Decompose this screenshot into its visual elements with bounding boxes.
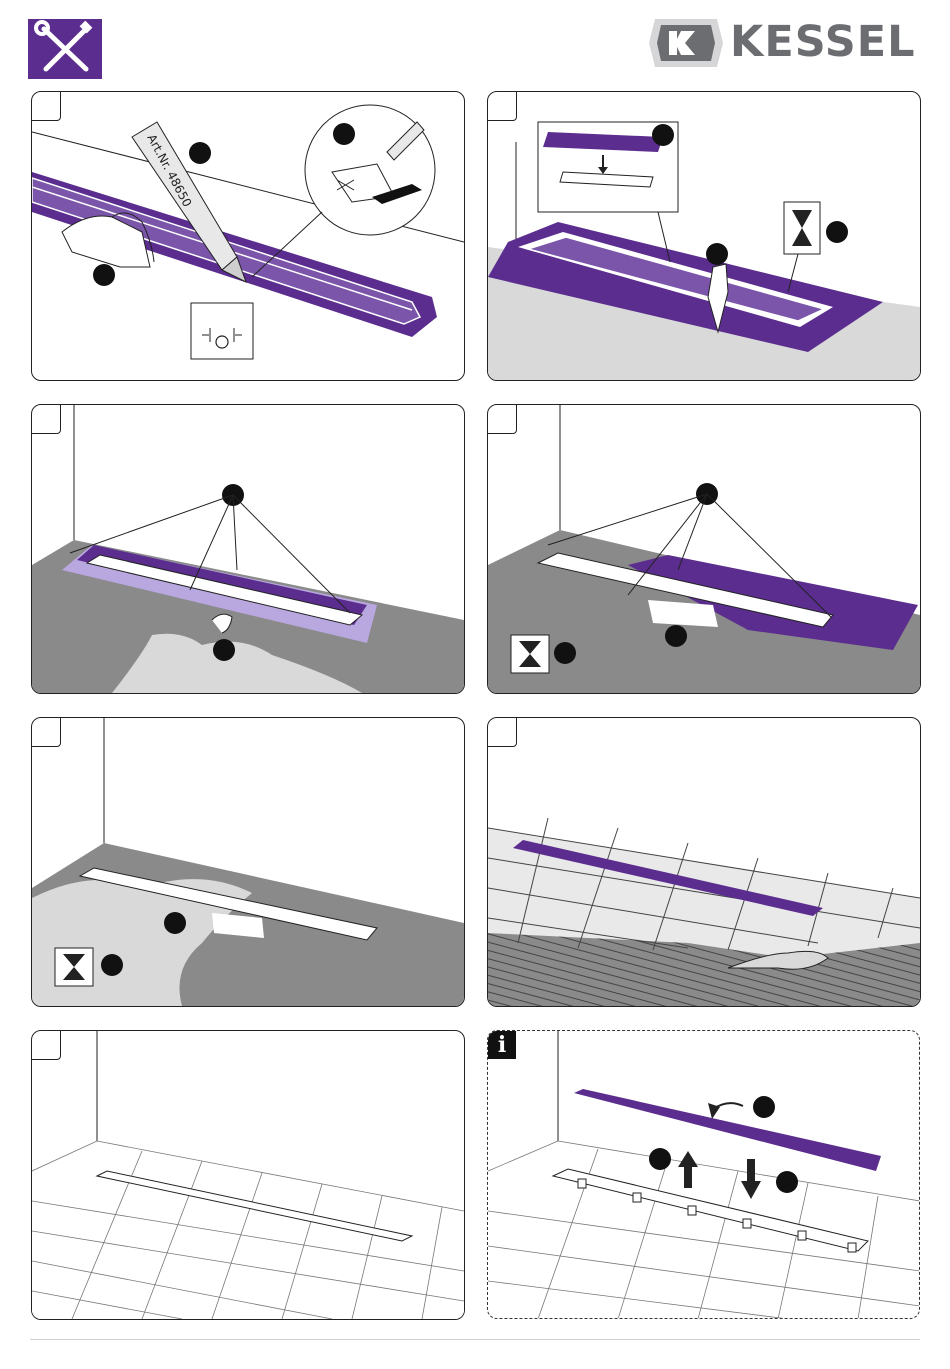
step-number-box: [487, 91, 517, 121]
step-5-panel: [31, 717, 465, 1007]
step-number-box: [31, 404, 61, 434]
hourglass-icon: [55, 948, 93, 986]
step-number-box: [31, 717, 61, 747]
brand-name: KESSEL: [730, 14, 915, 70]
arrow-up-icon: [678, 1151, 698, 1188]
footer-divider: [30, 1339, 920, 1340]
step-1-panel: Art.Nr. 48650: [31, 91, 465, 381]
step-6-panel: [487, 717, 921, 1007]
step-number-box: [31, 1030, 61, 1060]
hourglass-icon: [511, 635, 549, 673]
info-icon: i: [488, 1031, 516, 1059]
step-number-box: [487, 404, 517, 434]
step-number-box: [31, 91, 61, 121]
arrow-down-icon: [741, 1159, 761, 1199]
step-8-info-panel: i: [487, 1030, 920, 1319]
step-4-panel: [487, 404, 921, 694]
step-3-panel: [31, 404, 465, 694]
bead-diameter-icon: [191, 303, 253, 359]
step-number-box: [487, 717, 517, 747]
tools-icon: [28, 19, 102, 79]
step-2-panel: [487, 91, 921, 381]
step-7-panel: [31, 1030, 465, 1320]
hourglass-icon: [784, 202, 820, 254]
